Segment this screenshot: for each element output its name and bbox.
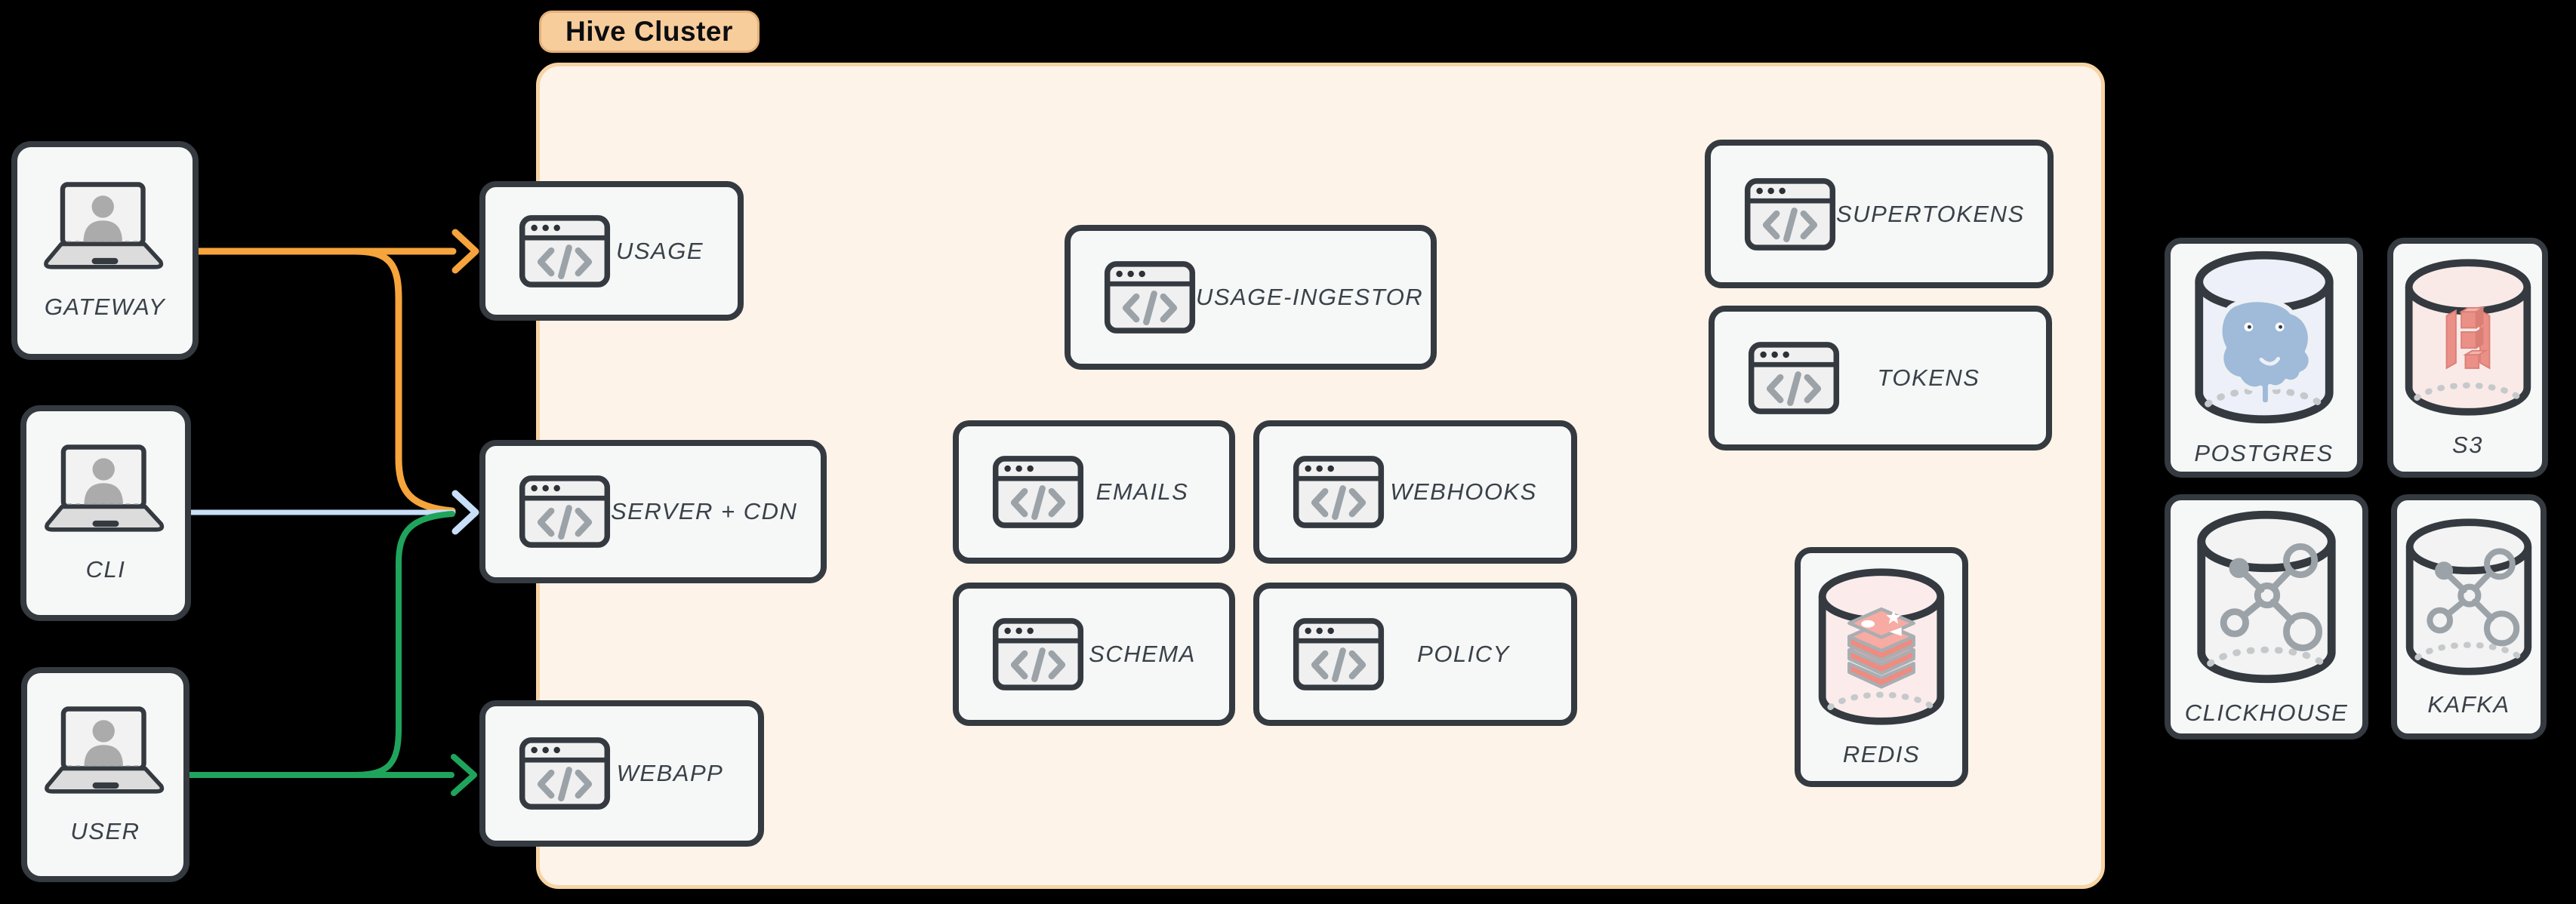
datastore-label-postgres: POSTGRES (2194, 440, 2334, 466)
service-node-tokens: TOKENS (1709, 306, 2052, 450)
database-cylinder-icon s3-icon (2401, 257, 2535, 418)
service-node-emails: EMAILS (953, 420, 1235, 564)
database-cylinder-icon postgres-icon (2190, 248, 2338, 426)
service-label-schema: SCHEMA (1089, 641, 1196, 667)
client-node-gateway: GATEWAY (11, 141, 199, 360)
datastore-label-s3: S3 (2452, 432, 2483, 458)
service-node-usage: USAGE (479, 181, 744, 321)
client-label-gateway: GATEWAY (44, 294, 166, 320)
service-label-supertokens: SUPERTOKENS (1836, 200, 2025, 227)
service-node-policy: POLICY (1253, 583, 1577, 726)
browser-code-icon (992, 617, 1084, 691)
service-node-webapp: WEBAPP (479, 700, 764, 847)
browser-code-icon (1293, 617, 1385, 691)
service-label-tokens: TOKENS (1877, 364, 1980, 391)
service-node-schema: SCHEMA (953, 583, 1235, 726)
datastore-node-s3: S3 (2387, 238, 2548, 478)
client-label-cli: CLI (85, 556, 126, 583)
laptop-user-icon (39, 180, 171, 274)
database-cylinder-icon redis-icon (1814, 566, 1949, 727)
service-node-webhooks: WEBHOOKS (1253, 420, 1577, 564)
browser-code-icon (1293, 455, 1385, 529)
service-label-usage: USAGE (615, 237, 704, 264)
browser-code-icon (1104, 260, 1196, 334)
datastore-label-kafka: KAFKA (2427, 690, 2510, 718)
datastore-label-redis: REDIS (1842, 741, 1921, 767)
laptop-user-icon (39, 705, 172, 798)
browser-code-icon (1744, 177, 1836, 251)
client-node-cli: CLI (20, 405, 191, 621)
arrow-user-to-server-cdn (352, 511, 455, 778)
browser-code-icon (992, 455, 1084, 529)
service-label-policy: POLICY (1417, 641, 1510, 667)
service-node-server-cdn: SERVER + CDN (479, 440, 827, 583)
service-node-supertokens: SUPERTOKENS (1705, 140, 2054, 288)
datastore-label-clickhouse: CLICKHOUSE (2184, 699, 2349, 726)
browser-code-icon (519, 475, 611, 549)
client-label-user: USER (70, 817, 140, 844)
browser-code-icon (519, 736, 611, 810)
arrow-gateway-to-server-cdn (351, 248, 456, 515)
service-node-usage-ingestor: USAGE-INGESTOR (1065, 225, 1437, 370)
arrowhead-webapp (451, 754, 477, 796)
laptop-user-icon (39, 443, 172, 537)
hive-cluster-badge: Hive Cluster (539, 11, 760, 53)
browser-code-icon (1748, 341, 1840, 415)
client-node-user: USER (21, 667, 190, 882)
database-cylinder-icon kafka-icon (2402, 516, 2536, 678)
datastore-node-kafka: KAFKA (2391, 494, 2547, 739)
arrowhead-usage (451, 229, 479, 274)
service-label-usage-ingestor: USAGE-INGESTOR (1196, 284, 1424, 310)
browser-code-icon (519, 214, 611, 288)
service-label-webapp: WEBAPP (616, 760, 724, 786)
database-cylinder-icon clickhouse-icon (2192, 508, 2340, 686)
datastore-node-clickhouse: CLICKHOUSE (2165, 494, 2368, 739)
datastore-node-postgres: POSTGRES (2165, 238, 2363, 478)
arrowhead-server-cdn (451, 490, 479, 535)
datastore-node-redis: REDIS (1795, 547, 1968, 787)
service-label-webhooks: WEBHOOKS (1390, 478, 1537, 505)
service-label-server-cdn: SERVER + CDN (611, 498, 798, 524)
service-label-emails: EMAILS (1095, 478, 1189, 505)
hive-cluster-badge-label: Hive Cluster (565, 16, 733, 47)
